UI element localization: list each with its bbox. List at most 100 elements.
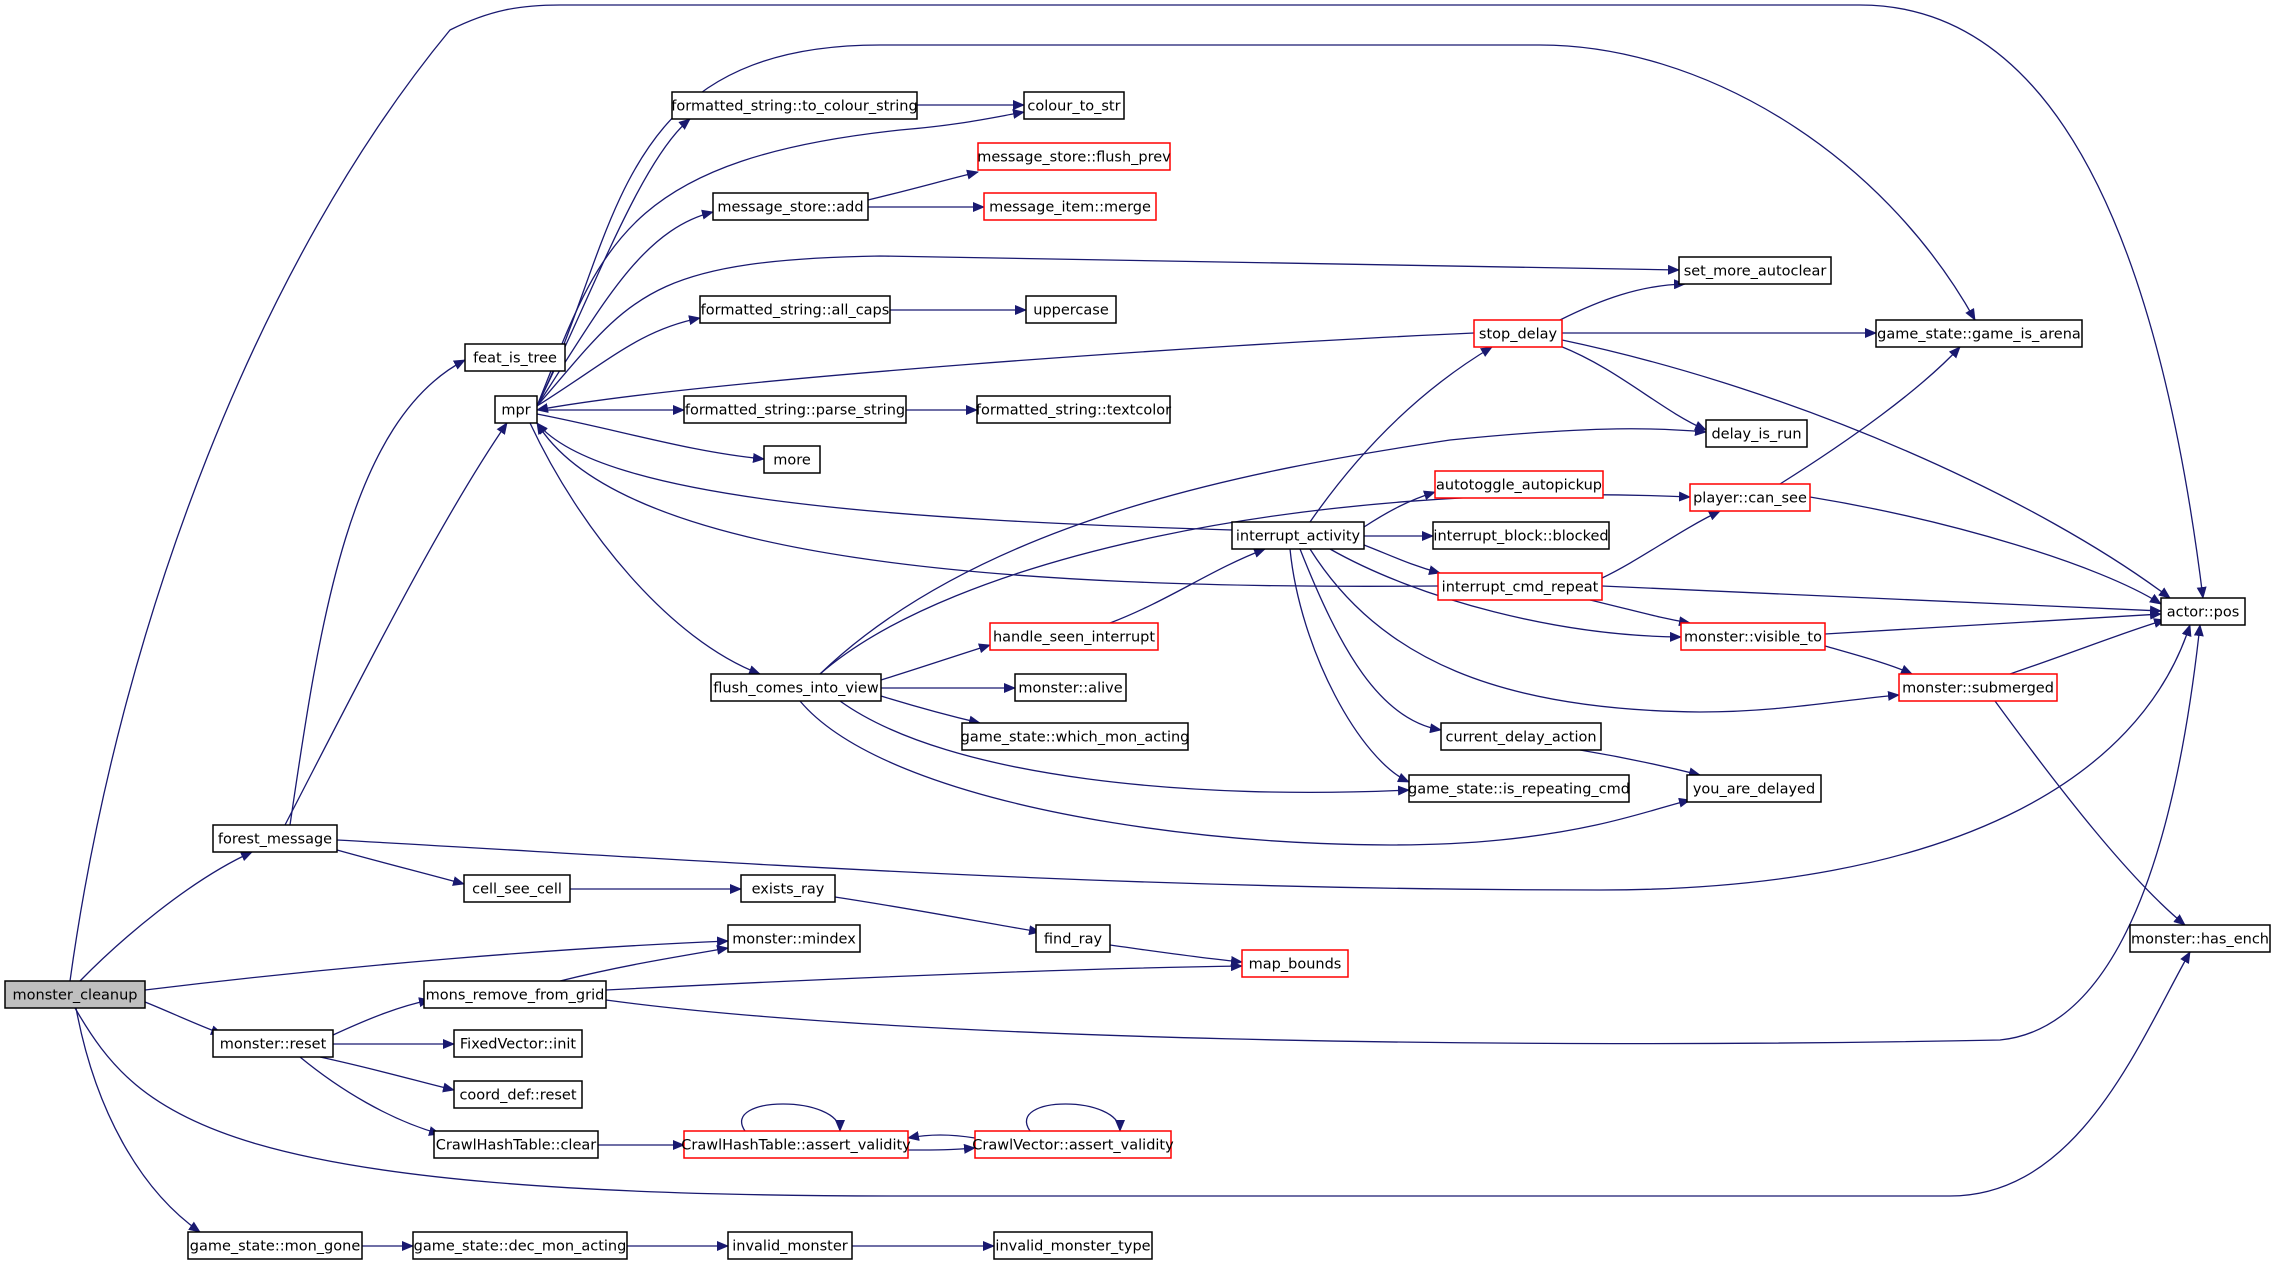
node-gs-dec-mon-acting[interactable]: game_state::dec_mon_acting <box>412 1231 628 1260</box>
node-you-are-delayed[interactable]: you_are_delayed <box>1686 774 1822 803</box>
edge-handle_seen_interrupt-to-interrupt_activity <box>1109 548 1266 624</box>
edge-interrupt_activity-to-current_delay_action <box>1299 548 1442 734</box>
node-label: monster::mindex <box>732 932 856 948</box>
node-autotoggle-autopickup[interactable]: autotoggle_autopickup <box>1434 470 1604 499</box>
node-fs-parse-string[interactable]: formatted_string::parse_string <box>683 395 907 424</box>
node-box <box>423 980 607 1009</box>
edge-find_ray-to-map_bounds <box>1109 944 1243 966</box>
node-box <box>976 395 1171 424</box>
node-fv-init[interactable]: FixedVector::init <box>453 1029 583 1058</box>
node-interrupt-activity[interactable]: interrupt_activity <box>1231 521 1365 550</box>
node-current-delay-action[interactable]: current_delay_action <box>1440 722 1602 751</box>
edge-stop_delay-to-actor_pos <box>1561 339 2171 599</box>
node-label: monster::alive <box>1018 681 1122 697</box>
node-box <box>727 924 861 953</box>
node-cell-see-cell[interactable]: cell_see_cell <box>463 874 571 903</box>
node-box <box>1686 774 1822 803</box>
node-box <box>983 192 1157 221</box>
edge-interrupt_activity-to-mpr <box>536 422 1233 531</box>
node-set-more-autoclear[interactable]: set_more_autoclear <box>1678 256 1832 285</box>
node-label: map_bounds <box>1249 957 1342 973</box>
node-actor-pos[interactable]: actor::pos <box>2160 597 2246 626</box>
node-box <box>1023 91 1125 120</box>
call-edges <box>69 4 2207 1251</box>
node-monster-mindex[interactable]: monster::mindex <box>727 924 861 953</box>
node-monster-cleanup[interactable]: monster_cleanup <box>4 980 146 1009</box>
node-box <box>4 980 146 1009</box>
node-monster-alive[interactable]: monster::alive <box>1014 673 1127 702</box>
node-forest-message[interactable]: forest_message <box>212 824 338 853</box>
node-box <box>712 192 869 221</box>
node-label: handle_seen_interrupt <box>993 630 1155 646</box>
node-gs-mon-gone[interactable]: game_state::mon_gone <box>187 1231 363 1260</box>
node-ms-add[interactable]: message_store::add <box>712 192 869 221</box>
node-monster-has-ench[interactable]: monster::has_ench <box>2129 924 2271 953</box>
node-gs-game-is-arena[interactable]: game_state::game_is_arena <box>1875 319 2083 348</box>
edge-mpr-to-colour_to_str <box>536 108 1025 407</box>
node-label: formatted_string::to_colour_string <box>671 99 917 115</box>
edge-interrupt_activity-to-interrupt_cmd_repeat <box>1363 544 1441 575</box>
node-label: interrupt_block::blocked <box>1433 529 1608 545</box>
edge-monster_cleanup-to-monster_reset <box>144 1001 223 1035</box>
node-colour-to-str[interactable]: colour_to_str <box>1023 91 1125 120</box>
node-stop-delay[interactable]: stop_delay <box>1473 319 1563 348</box>
node-monster-reset[interactable]: monster::reset <box>212 1029 334 1058</box>
node-feat-is-tree[interactable]: feat_is_tree <box>464 343 566 372</box>
edge-mpr-to-more <box>536 413 765 463</box>
node-label: FixedVector::init <box>460 1037 577 1053</box>
node-interrupt-cmd-repeat[interactable]: interrupt_cmd_repeat <box>1437 572 1603 601</box>
edge-monster_reset-to-mons_remove_from_grid <box>332 997 431 1036</box>
node-box <box>977 142 1171 171</box>
node-box <box>1241 949 1349 978</box>
node-label: more <box>773 453 811 469</box>
node-label: interrupt_cmd_repeat <box>1442 580 1599 596</box>
node-label: actor::pos <box>2167 605 2240 621</box>
node-mpr[interactable]: mpr <box>494 395 538 424</box>
node-cv-assert-validity[interactable]: CrawlVector::assert_validity <box>972 1130 1174 1159</box>
node-ms-flush-prev[interactable]: message_store::flush_prev <box>977 142 1171 171</box>
edge-monster_reset-to-cht_clear <box>299 1056 441 1136</box>
node-fs-textcolor[interactable]: formatted_string::textcolor <box>976 395 1171 424</box>
node-monster-visible-to[interactable]: monster::visible_to <box>1680 622 1826 651</box>
node-more[interactable]: more <box>763 445 821 474</box>
node-label: monster::reset <box>220 1037 327 1053</box>
edge-mpr-to-set_more_autoclear <box>536 255 1680 407</box>
node-box <box>1875 319 2083 348</box>
node-invalid-monster[interactable]: invalid_monster <box>727 1231 853 1260</box>
node-find-ray[interactable]: find_ray <box>1035 924 1111 953</box>
node-invalid-monster-type[interactable]: invalid_monster_type <box>993 1231 1153 1260</box>
node-label: set_more_autoclear <box>1684 264 1827 280</box>
node-label: formatted_string::parse_string <box>685 403 905 419</box>
node-box <box>671 91 918 120</box>
node-coord-def-reset[interactable]: coord_def::reset <box>453 1080 583 1109</box>
node-cht-clear[interactable]: CrawlHashTable::clear <box>433 1130 599 1159</box>
node-mi-merge[interactable]: message_item::merge <box>983 192 1157 221</box>
node-mons-remove-from-grid[interactable]: mons_remove_from_grid <box>423 980 607 1009</box>
node-handle-seen-interrupt[interactable]: handle_seen_interrupt <box>989 622 1159 651</box>
node-monster-submerged[interactable]: monster::submerged <box>1898 673 2058 702</box>
node-label: autotoggle_autopickup <box>1436 478 1602 494</box>
edge-interrupt_cmd_repeat-to-player_can_see <box>1601 510 1721 579</box>
node-uppercase[interactable]: uppercase <box>1025 295 1117 324</box>
node-delay-is-run[interactable]: delay_is_run <box>1705 419 1808 448</box>
edge-stop_delay-to-mpr <box>536 332 1475 413</box>
node-fs-all-caps[interactable]: formatted_string::all_caps <box>699 295 891 324</box>
node-box <box>1014 673 1127 702</box>
node-gs-which-mon-acting[interactable]: game_state::which_mon_acting <box>961 722 1190 751</box>
node-label: monster::has_ench <box>2131 932 2269 948</box>
node-box <box>1434 470 1604 499</box>
node-box <box>1705 419 1808 448</box>
node-box <box>1408 774 1630 803</box>
edge-mpr-to-flush_comes_into_view <box>529 422 761 675</box>
edge-interrupt_cmd_repeat-to-monster_visible_to <box>1589 599 1691 627</box>
node-player-can-see[interactable]: player::can_see <box>1689 483 1811 512</box>
node-ib-blocked[interactable]: interrupt_block::blocked <box>1432 521 1610 550</box>
node-label: coord_def::reset <box>459 1088 576 1104</box>
node-map-bounds[interactable]: map_bounds <box>1241 949 1349 978</box>
node-label: game_state::dec_mon_acting <box>414 1239 627 1255</box>
node-exists-ray[interactable]: exists_ray <box>740 874 836 903</box>
node-fs-to-colour-string[interactable]: formatted_string::to_colour_string <box>671 91 918 120</box>
node-flush-comes-into-view[interactable]: flush_comes_into_view <box>710 673 882 702</box>
node-gs-is-repeating-cmd[interactable]: game_state::is_repeating_cmd <box>1408 774 1630 803</box>
node-cht-assert-validity[interactable]: CrawlHashTable::assert_validity <box>681 1130 911 1159</box>
